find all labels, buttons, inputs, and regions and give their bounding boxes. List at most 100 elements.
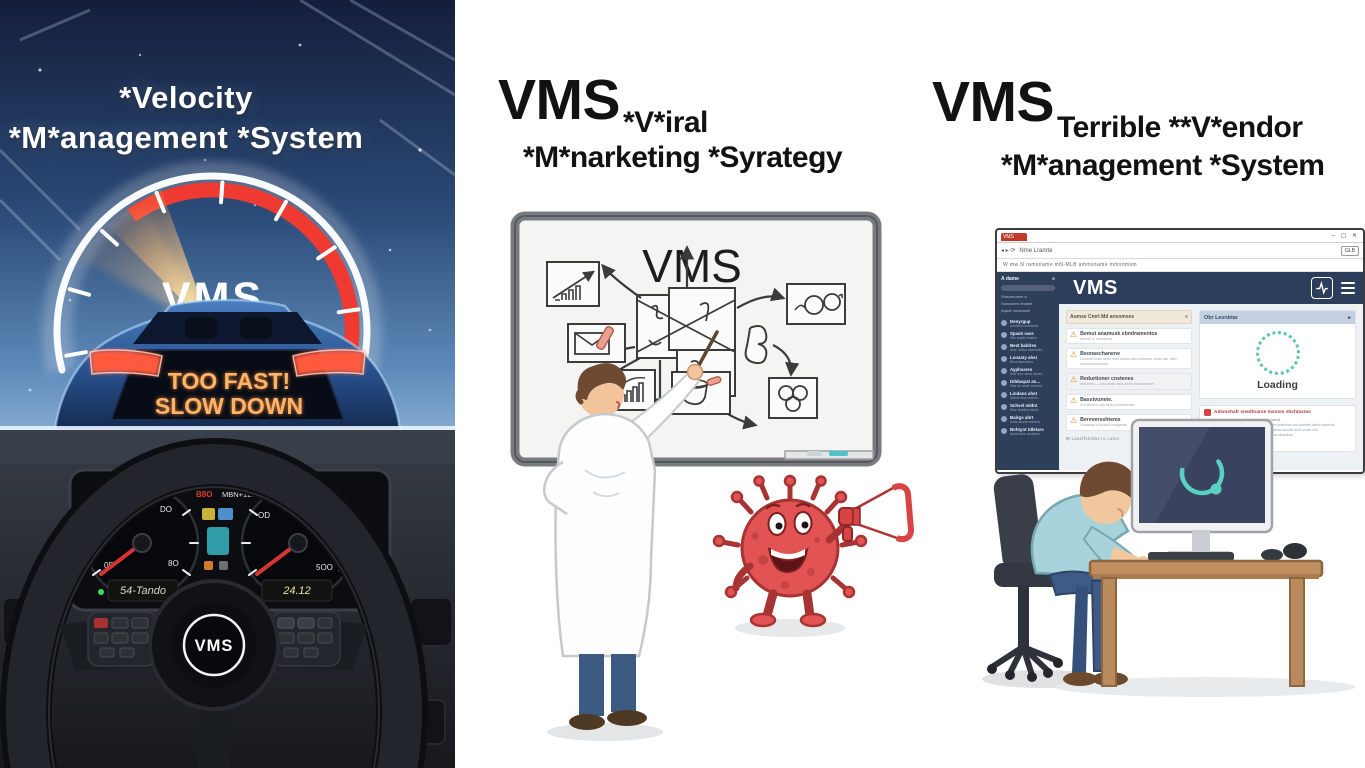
growth-chart-box: [546, 261, 600, 307]
horizon-line: [0, 426, 455, 431]
presenter-leg-left: [579, 654, 604, 716]
alert-card[interactable]: ⚠ Redurtioner cnstenes Mnstetns — bas an…: [1066, 373, 1192, 390]
vendor-subtitle-2: *M*anagement *System: [1001, 149, 1325, 182]
sidebar-row[interactable]: Samashm nbame: [1001, 301, 1033, 306]
svg-text:TOO FAST!: TOO FAST!: [168, 368, 290, 394]
virus-teeth: [771, 549, 805, 559]
clover-box: [768, 377, 818, 419]
sidebar-row[interactable]: Aqadt mnsname: [1001, 308, 1031, 313]
svg-text:8O: 8O: [168, 559, 179, 568]
mouse: [1261, 549, 1283, 561]
browser-titlebar: VMS – ▢ ✕: [997, 230, 1363, 243]
green-indicator: [98, 589, 104, 595]
needle-glow: [106, 189, 212, 330]
wheel-buttons-right: [271, 611, 341, 667]
rear-window-warning: TOO FAST! SLOW DOWN TOO FAST! SLOW DOWN: [155, 368, 303, 419]
window-controls[interactable]: – ▢ ✕: [1331, 233, 1359, 239]
virus-brows: [765, 502, 811, 510]
virus-body: [740, 498, 840, 598]
browser-tab[interactable]: VMS: [1001, 233, 1027, 241]
address-input[interactable]: Nme Lramte: [1019, 247, 1053, 254]
raised-arm-sleeve: [621, 370, 701, 448]
megaphone: [838, 483, 915, 543]
sidebar-search-input[interactable]: [1001, 285, 1055, 291]
app-header: VMS: [1059, 272, 1363, 304]
wheel-hub: [182, 613, 246, 677]
app-sidebar: A dame ⌕ Wasdename a Samashm nbame Aqadt…: [997, 272, 1059, 470]
glasses-box: [786, 283, 846, 325]
svg-text:DO: DO: [160, 505, 172, 514]
headrest-right: [240, 317, 272, 339]
virus-texture: [751, 532, 820, 589]
closed-eye: [1117, 508, 1124, 517]
search-icon[interactable]: ⌕: [1052, 276, 1055, 282]
item-icon: [1001, 368, 1007, 374]
item-icon: [1001, 356, 1007, 362]
bookmarks-bar[interactable]: W mw N ramsname mN-MLB ammsname mmsnmsm: [997, 259, 1363, 272]
activity-icon-button[interactable]: [1311, 277, 1333, 299]
loading-label: Loading: [1257, 379, 1298, 391]
marketing-scene-illustration: VMS: [510, 211, 915, 741]
alert-card[interactable]: ⚠ Bemut anamusk sbndramentos Mensh a. na…: [1066, 328, 1192, 345]
wheel-buttons-left: [87, 611, 157, 667]
virus-mascot: [712, 474, 915, 637]
presenter-hair: [577, 363, 626, 400]
car-scene-illustration: VMS TOO FAST! SLOW DOWN TOO FAST! SLOW D…: [0, 0, 455, 768]
virus-spike-knobs: [712, 474, 868, 599]
person-calf-back: [1072, 585, 1088, 673]
alerts-column: Aumse Cmrt Md ansnmses ≡ ⚠ Bemut anamusk…: [1066, 310, 1192, 464]
error-icon: [1204, 409, 1211, 416]
item-icon: [1001, 320, 1007, 326]
tail-light-left: [90, 349, 162, 376]
speedometer-outer-ring: [53, 172, 371, 374]
marker-tray: [784, 450, 874, 460]
alert-card[interactable]: ⚠ Beonaschanene Lontean mats rahte mas a…: [1066, 348, 1192, 370]
spinner-dot: [1210, 483, 1222, 495]
whiteboard-title: VMS: [642, 240, 742, 292]
car-rear-window: [109, 349, 346, 421]
viral-acronym: VMS: [498, 68, 621, 132]
svg-text:5OO: 5OO: [316, 563, 333, 572]
sidebar-item[interactable]: Dddaspat an...Mse sh ande snshem: [997, 377, 1059, 389]
nav-buttons[interactable]: ◂ ▸ ⟳: [1001, 248, 1016, 254]
desk-leg-left: [1101, 577, 1117, 687]
presenter-shadow: [547, 723, 663, 741]
presenter-smile: [616, 401, 621, 409]
warning-icon: ⚠: [1070, 395, 1078, 405]
hamburger-menu-icon[interactable]: [1341, 282, 1355, 294]
chevron-icon[interactable]: ▸: [1348, 314, 1351, 321]
item-icon: [1001, 392, 1007, 398]
needle-glow-outer: [75, 200, 212, 330]
red-marker-doodle: [595, 326, 615, 350]
vendor-acronym: VMS: [932, 70, 1055, 134]
loading-card-title: Obr Lesnbtar: [1204, 314, 1238, 321]
address-badge[interactable]: GLB: [1340, 245, 1359, 256]
person-hair: [1079, 461, 1139, 503]
teal-marker: [829, 451, 848, 456]
cluster-warning-red: B8O: [196, 490, 212, 499]
car-glass-top: [133, 312, 322, 344]
desk-leg-right: [1289, 577, 1305, 687]
item-icon: [1001, 416, 1007, 422]
presenter-shoe-right: [607, 710, 647, 726]
speedometer-red-arc: [127, 182, 360, 376]
presenter: [543, 330, 719, 741]
filter-icon[interactable]: ≡: [1185, 314, 1188, 320]
monitor-screen: [1139, 427, 1265, 523]
headrest-left: [185, 317, 217, 339]
sidebar-row[interactable]: Wasdename a: [1001, 294, 1027, 299]
loading-card: Obr Lesnbtar ▸ Loading: [1199, 310, 1356, 399]
right-lcd: 24.12: [282, 585, 311, 597]
alert-card[interactable]: ⚠ Basstvunete. A a dnshed ads andt prand…: [1066, 393, 1192, 411]
